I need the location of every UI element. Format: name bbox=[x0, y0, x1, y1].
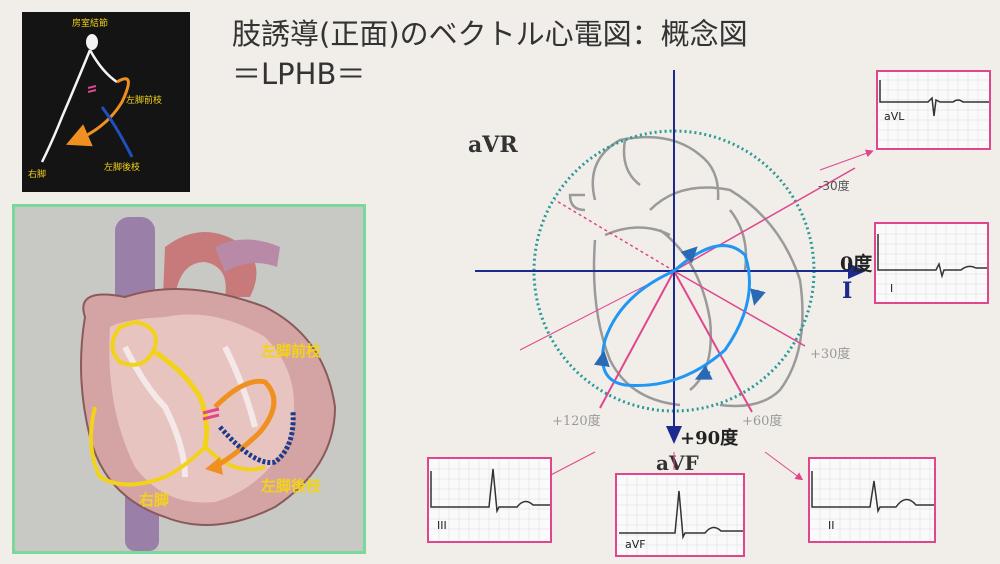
ecg-ii: II bbox=[808, 457, 936, 543]
heart-label-left-anterior: 左脚前枝 bbox=[260, 342, 322, 360]
ecg-avf: aVF bbox=[615, 473, 745, 557]
plus60-line bbox=[673, 270, 753, 413]
conduction-system-diagram: 房室結節 左脚前枝 左脚後枝 右脚 bbox=[28, 17, 162, 180]
ecg-label-iii: III bbox=[437, 519, 447, 532]
his-bundle-path bbox=[153, 349, 210, 448]
label-right-bundle: 右脚 bbox=[28, 168, 46, 180]
label-plus90: +90度 bbox=[680, 427, 739, 449]
label-left-posterior: 左脚後枝 bbox=[104, 161, 140, 173]
label-plus30: +30度 bbox=[810, 346, 850, 362]
heart-illustration-panel: 左脚前枝 左脚後枝 右脚 bbox=[12, 204, 366, 554]
ecg-iii: III bbox=[427, 457, 552, 543]
heart-label-right-bundle: 右脚 bbox=[139, 491, 169, 509]
heart-label-left-posterior: 左脚後枝 bbox=[260, 477, 322, 495]
label-avf: aVF bbox=[656, 451, 699, 475]
label-plus120: +120度 bbox=[552, 413, 601, 429]
ecg-avl: aVL bbox=[876, 70, 991, 150]
ecg-i: I bbox=[874, 222, 989, 304]
conduction-system-panel: 房室結節 左脚前枝 左脚後枝 右脚 bbox=[22, 12, 190, 192]
ecg-label-ii: II bbox=[828, 519, 835, 532]
ecg-label-avf: aVF bbox=[625, 538, 646, 551]
label-lead-i: I bbox=[842, 278, 852, 304]
label-minus30: -30度 bbox=[818, 178, 850, 193]
right-bundle-yellow bbox=[89, 406, 207, 487]
heart-sketch bbox=[568, 135, 804, 408]
av-node-shape bbox=[86, 34, 98, 50]
title-line-1: 肢誘導(正面)のベクトル心電図：概念図 bbox=[232, 17, 748, 51]
label-av-node: 房室結節 bbox=[72, 17, 108, 29]
left-anterior-orange bbox=[213, 378, 277, 470]
left-posterior-path bbox=[100, 106, 134, 158]
plus30-line bbox=[673, 270, 806, 347]
plus120-line bbox=[599, 270, 675, 409]
vector-loop bbox=[601, 244, 751, 388]
label-avr: aVR bbox=[468, 132, 518, 158]
avl-line bbox=[673, 167, 856, 272]
heart-illustration: 左脚前枝 左脚後枝 右脚 bbox=[80, 217, 337, 551]
right-bundle-path bbox=[40, 49, 92, 163]
label-plus60: +60度 bbox=[742, 413, 782, 429]
title-line-2: ＝LPHB＝ bbox=[232, 57, 366, 91]
left-anterior-path bbox=[65, 77, 130, 147]
page-title: 肢誘導(正面)のベクトル心電図：概念図 ＝LPHB＝ bbox=[232, 14, 748, 94]
left-posterior-navy bbox=[218, 411, 296, 466]
avr-negative-line bbox=[554, 199, 675, 272]
ecg-label-i: I bbox=[890, 282, 893, 295]
hexaxial-diagram: aVR 0度 I -30度 +30度 +60度 +120度 +90度 aVF bbox=[468, 70, 874, 480]
label-0deg: 0度 bbox=[840, 252, 873, 275]
label-left-anterior: 左脚前枝 bbox=[126, 94, 162, 106]
ecg-label-avl: aVL bbox=[884, 110, 905, 123]
